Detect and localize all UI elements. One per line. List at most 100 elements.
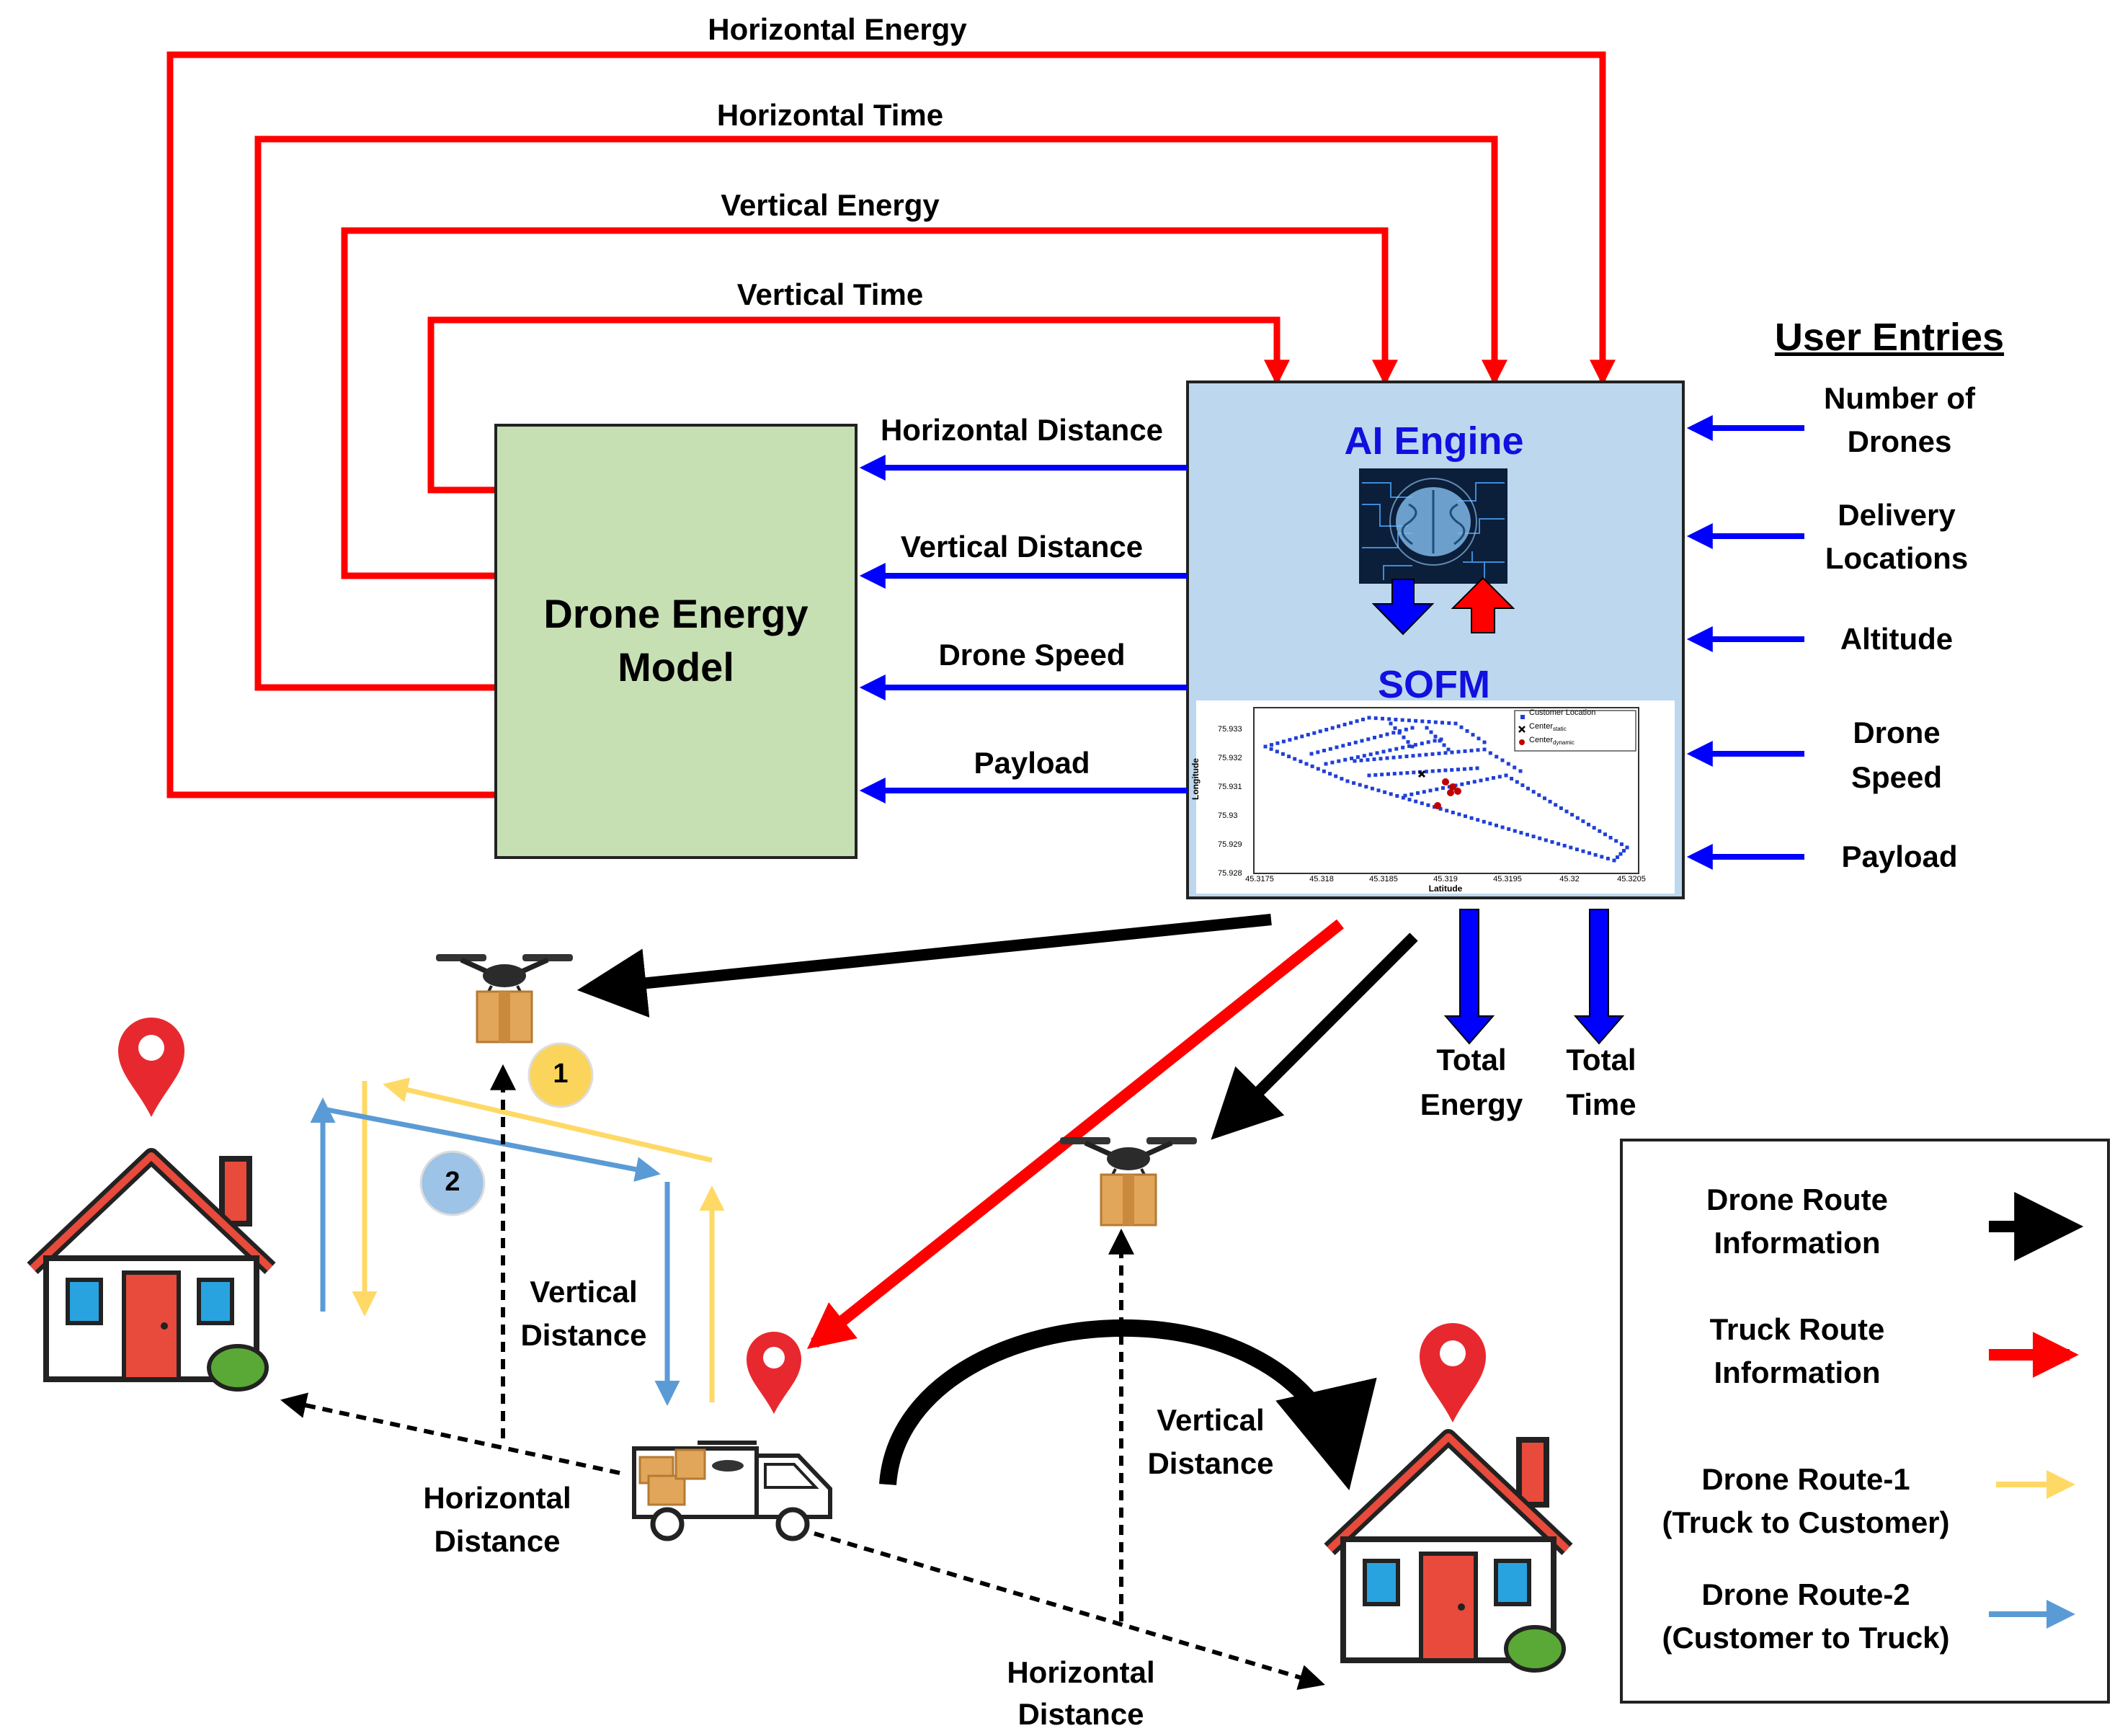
sofm-point	[1391, 755, 1396, 760]
sofm-point	[1393, 726, 1397, 730]
sofm-point	[1380, 773, 1384, 777]
scene-right-horizontal-line2: Distance	[1017, 1697, 1144, 1731]
label-horizontal-time: Horizontal Time	[716, 98, 944, 132]
sofm-point	[1587, 822, 1590, 827]
sofm-point	[1281, 752, 1285, 756]
sofm-point	[1370, 786, 1374, 791]
sofm-point	[1293, 757, 1297, 761]
sofm-point	[1348, 742, 1351, 746]
sofm-point	[1381, 716, 1384, 721]
model-input-arrows	[859, 455, 1188, 804]
location-pin-icon-right	[1420, 1323, 1486, 1423]
sofm-point	[1531, 790, 1536, 794]
sofm-point	[1299, 760, 1303, 764]
sofm-point	[1328, 772, 1332, 776]
sofm-point	[1375, 751, 1379, 755]
drone-route-arrow-2	[1211, 932, 1418, 1140]
sofm-point	[1471, 733, 1475, 737]
sofm-point	[1395, 794, 1399, 798]
sofm-point	[1479, 778, 1483, 783]
dashed-distance-arrows	[280, 1064, 1325, 1691]
sofm-point	[1373, 736, 1376, 739]
sofm-point	[1453, 721, 1458, 726]
sofm-point	[1504, 773, 1508, 778]
sofm-point	[1438, 739, 1442, 743]
sofm-point	[1608, 835, 1613, 840]
feedback-vertical-energy	[341, 227, 1398, 579]
sofm-point	[1355, 755, 1360, 760]
total-time-arrow-icon	[1573, 909, 1625, 1045]
label-payload: Payload	[974, 746, 1090, 780]
label-vertical-distance: Vertical Distance	[900, 530, 1144, 564]
sofm-point	[1531, 834, 1536, 839]
sofm-point	[1616, 855, 1619, 859]
truck-icon	[632, 1441, 832, 1541]
sofm-point	[1426, 740, 1430, 744]
sofm-x-tick: 45.319	[1433, 875, 1458, 883]
sofm-legend-dynamic: Centerdynamic	[1529, 736, 1575, 747]
sofm-point	[1440, 721, 1444, 725]
sofm-point	[1366, 737, 1371, 742]
sofm-point	[1288, 738, 1292, 742]
sofm-point	[1476, 818, 1480, 822]
user-entry-arrows	[1686, 415, 1804, 870]
sofm-point	[1466, 781, 1470, 785]
badge-2	[419, 1150, 486, 1216]
badge-1-text: 1	[553, 1059, 569, 1089]
sofm-point	[1411, 754, 1415, 758]
sofm-point	[1392, 772, 1397, 776]
sofm-y-tick: 75.933	[1218, 725, 1242, 734]
sofm-point	[1506, 762, 1510, 766]
sofm-point	[1337, 724, 1341, 729]
feedback-horizontal-time	[254, 135, 1507, 691]
sofm-legend-static: Centerstatic	[1529, 722, 1567, 733]
sofm-point	[1464, 814, 1467, 819]
sofm-point	[1355, 719, 1359, 724]
sofm-dynamic-centers	[1434, 778, 1461, 809]
sofm-point	[1457, 812, 1461, 816]
scene-left-vertical-line1: Vertical	[530, 1275, 638, 1309]
sofm-point	[1400, 718, 1404, 722]
sofm-point	[1422, 790, 1426, 794]
sofm-point	[1316, 750, 1320, 755]
sofm-point	[1413, 743, 1417, 747]
sofm-point	[1447, 721, 1451, 725]
sofm-x-tick: 45.3195	[1493, 875, 1522, 883]
sofm-point	[1410, 744, 1415, 749]
sofm-point	[1469, 767, 1473, 771]
sofm-y-tick: 75.93	[1218, 811, 1238, 820]
sofm-point	[1353, 759, 1357, 763]
sofm-point	[1322, 749, 1326, 752]
sofm-point	[1482, 819, 1486, 824]
sofm-point	[1593, 853, 1598, 857]
sofm-point	[1488, 751, 1492, 755]
up-arrow-icon	[1451, 577, 1515, 633]
sofm-point	[1404, 727, 1408, 731]
sofm-point	[1492, 776, 1495, 780]
sofm-point	[1460, 782, 1464, 786]
sofm-point	[1515, 780, 1519, 784]
user-entry-number-of-drones-line2: Drones	[1847, 424, 1952, 458]
sofm-point	[1358, 783, 1362, 787]
sofm-x-tick: 45.3185	[1369, 875, 1398, 883]
sofm-point	[1526, 832, 1529, 837]
sofm-point	[1614, 839, 1618, 843]
user-entry-drone-speed-line2: Speed	[1850, 760, 1943, 794]
sofm-point	[1388, 748, 1392, 752]
sofm-point	[1485, 777, 1489, 781]
model-title-line1: Drone Energy	[543, 591, 809, 636]
sofm-point	[1538, 836, 1542, 840]
sofm-point	[1462, 767, 1466, 771]
sofm-point	[1399, 771, 1403, 775]
user-entry-altitude: Altitude	[1840, 622, 1954, 656]
sofm-y-tick: 75.932	[1218, 754, 1242, 762]
sofm-point	[1385, 732, 1389, 736]
sofm-point	[1575, 847, 1579, 852]
sofm-point	[1328, 747, 1332, 751]
legend-truck-route-line1: Truck Route	[1709, 1312, 1885, 1346]
legend-drone-route-2-line2: (Customer to Truck)	[1662, 1621, 1950, 1655]
sofm-point	[1381, 749, 1386, 754]
sofm-point	[1559, 806, 1563, 810]
drone-icon-left	[436, 954, 573, 1043]
sofm-point	[1391, 731, 1396, 735]
